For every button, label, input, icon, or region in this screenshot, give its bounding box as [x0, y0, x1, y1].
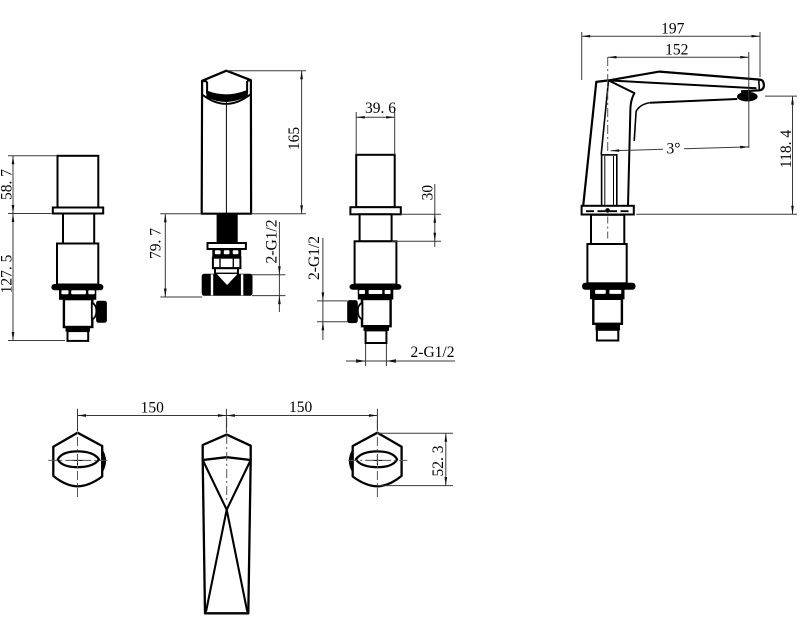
svg-text:2-G1/2: 2-G1/2 — [411, 344, 455, 361]
svg-text:150: 150 — [289, 399, 313, 416]
svg-text:2-G1/2: 2-G1/2 — [306, 236, 323, 280]
svg-text:39. 6: 39. 6 — [365, 100, 396, 117]
svg-text:30: 30 — [419, 185, 436, 201]
svg-text:127. 5: 127. 5 — [0, 254, 16, 293]
svg-text:152: 152 — [665, 42, 688, 59]
svg-text:165: 165 — [286, 127, 303, 151]
svg-text:118. 4: 118. 4 — [778, 130, 795, 168]
svg-text:2-G1/2: 2-G1/2 — [264, 220, 281, 264]
svg-text:197: 197 — [661, 21, 685, 38]
svg-text:3°: 3° — [667, 141, 681, 158]
svg-text:52. 3: 52. 3 — [430, 445, 447, 476]
svg-text:58. 7: 58. 7 — [0, 169, 16, 200]
svg-text:150: 150 — [141, 400, 165, 417]
svg-text:79. 7: 79. 7 — [148, 228, 165, 259]
